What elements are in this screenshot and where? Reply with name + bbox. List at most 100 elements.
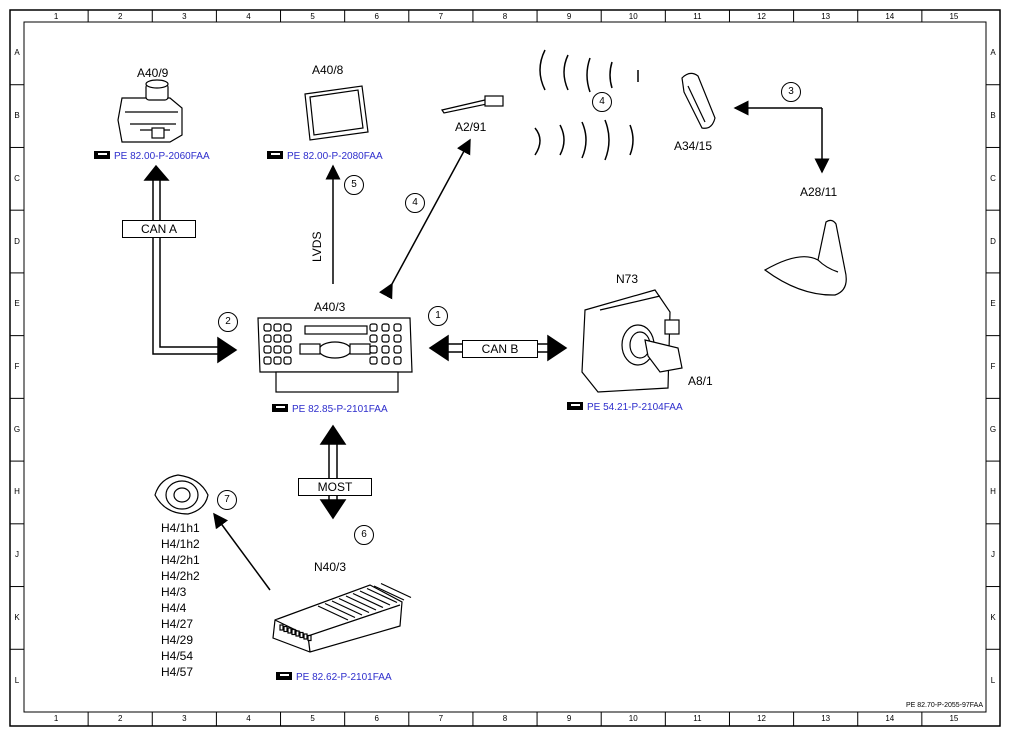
head-unit-button bbox=[273, 345, 282, 354]
row-label: G bbox=[989, 424, 997, 434]
speaker-item: H4/1h2 bbox=[161, 537, 200, 551]
document-id: PE 82.70-P-2055-97FAA bbox=[905, 702, 983, 709]
a40-9-component bbox=[117, 79, 183, 143]
callout-7: 7 bbox=[217, 490, 237, 510]
a40-3-component bbox=[257, 317, 413, 393]
n73-label: N73 bbox=[616, 272, 639, 286]
a34-15-component bbox=[681, 72, 716, 129]
head-unit-button bbox=[263, 356, 272, 365]
n73-ref-text: PE 54.21-P-2104FAA bbox=[587, 402, 683, 413]
column-label: 7 bbox=[438, 12, 444, 21]
amplifier-fin bbox=[324, 602, 356, 619]
amplifier-fin bbox=[345, 595, 377, 611]
callout-2: 2 bbox=[218, 312, 238, 332]
n73-ref[interactable]: PE 54.21-P-2104FAA bbox=[567, 402, 683, 414]
hand-pointer-icon bbox=[272, 404, 288, 412]
column-label: 3 bbox=[182, 714, 187, 723]
hand-pointer-icon bbox=[567, 402, 583, 410]
column-label: 2 bbox=[117, 714, 123, 723]
amplifier-pin bbox=[295, 630, 300, 637]
row-label: E bbox=[14, 299, 20, 309]
row-label: D bbox=[990, 236, 996, 246]
head-unit-button bbox=[369, 345, 378, 354]
amplifier-pin bbox=[307, 634, 312, 642]
head-unit-button bbox=[263, 334, 272, 343]
amplifier-pin bbox=[303, 633, 308, 640]
can-b-label: CAN B bbox=[462, 340, 538, 358]
row-label: L bbox=[990, 675, 996, 685]
a28-11-label: A28/11 bbox=[800, 185, 838, 199]
row-label: D bbox=[14, 236, 20, 246]
speaker-item: H4/54 bbox=[161, 649, 194, 663]
a40-3-ref-text: PE 82.85-P-2101FAA bbox=[292, 404, 388, 415]
n40-3-label: N40/3 bbox=[314, 560, 347, 574]
n40-3-ref-text: PE 82.62-P-2101FAA bbox=[296, 672, 392, 683]
column-label: 15 bbox=[949, 12, 959, 21]
column-label: 6 bbox=[374, 12, 379, 21]
a40-9-ref[interactable]: PE 82.00-P-2060FAA bbox=[94, 151, 210, 163]
column-label: 6 bbox=[374, 714, 379, 723]
head-unit-button bbox=[283, 323, 292, 332]
hand-pointer-icon bbox=[267, 151, 283, 159]
row-label: G bbox=[13, 424, 21, 434]
a40-8-component bbox=[304, 85, 369, 141]
a40-3-ref[interactable]: PE 82.85-P-2101FAA bbox=[272, 404, 388, 416]
amplifier-pin bbox=[299, 631, 304, 639]
column-label: 12 bbox=[757, 714, 766, 723]
column-label: 7 bbox=[438, 714, 444, 723]
column-label: 13 bbox=[821, 12, 831, 21]
head-unit-button bbox=[381, 356, 390, 365]
head-unit-button bbox=[381, 334, 390, 343]
row-label: F bbox=[990, 362, 996, 371]
row-label: H bbox=[14, 487, 20, 497]
row-label: C bbox=[14, 173, 20, 183]
column-label: 4 bbox=[246, 12, 251, 21]
amplifier-fin bbox=[352, 592, 384, 609]
column-label: 1 bbox=[53, 12, 59, 21]
a40-9-ref-text: PE 82.00-P-2060FAA bbox=[114, 151, 210, 162]
callout-3: 3 bbox=[781, 82, 801, 102]
amplifier-fin bbox=[366, 587, 398, 604]
a40-8-ref[interactable]: PE 82.00-P-2080FAA bbox=[267, 151, 383, 163]
speaker-item: H4/57 bbox=[161, 665, 194, 679]
column-label: 10 bbox=[628, 714, 638, 723]
radio-waves bbox=[534, 49, 639, 161]
column-label: 15 bbox=[949, 714, 959, 723]
most-label: MOST bbox=[298, 478, 372, 496]
row-label: K bbox=[14, 612, 20, 622]
column-label: 8 bbox=[502, 714, 508, 723]
column-label: 4 bbox=[246, 714, 251, 723]
head-unit-button bbox=[263, 345, 272, 354]
can-a-label: CAN A bbox=[122, 220, 196, 238]
outer-frame bbox=[9, 9, 1001, 727]
callout-1: 1 bbox=[428, 306, 448, 326]
row-label: C bbox=[990, 173, 996, 183]
head-unit-button bbox=[263, 323, 272, 332]
most-connection bbox=[319, 424, 347, 520]
column-label: 10 bbox=[628, 12, 638, 21]
head-unit-button bbox=[369, 334, 378, 343]
column-label: 8 bbox=[502, 12, 508, 21]
head-unit-button bbox=[393, 323, 402, 332]
head-unit-button bbox=[369, 323, 378, 332]
column-label: 5 bbox=[310, 12, 315, 21]
amplifier-fin bbox=[338, 597, 370, 614]
amplifier-fin bbox=[317, 605, 349, 621]
callout-4a: 4 bbox=[405, 193, 425, 213]
speaker-item: H4/29 bbox=[161, 633, 194, 647]
row-label: H bbox=[990, 487, 996, 497]
a40-9-label: A40/9 bbox=[137, 66, 169, 80]
amplifier-pin bbox=[283, 625, 288, 633]
amplifier-pin bbox=[287, 627, 292, 634]
n40-3-ref[interactable]: PE 82.62-P-2101FAA bbox=[276, 672, 392, 684]
row-label: L bbox=[14, 675, 20, 685]
callout-4b: 4 bbox=[592, 92, 612, 112]
head-unit-button bbox=[381, 323, 390, 332]
antenna-connection bbox=[378, 138, 471, 300]
row-label: B bbox=[990, 111, 996, 121]
amplifier-fin bbox=[373, 585, 405, 601]
head-unit-button bbox=[393, 345, 402, 354]
speaker-connection bbox=[213, 512, 271, 591]
speaker-item: H4/4 bbox=[161, 601, 187, 615]
